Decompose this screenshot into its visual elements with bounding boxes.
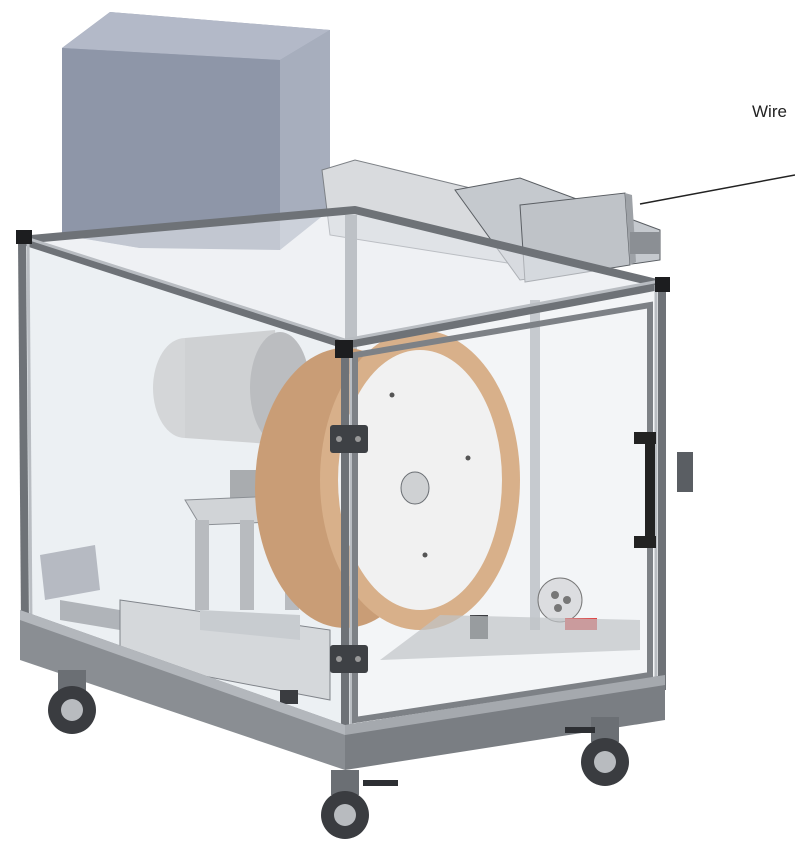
traverse-mechanism [60,599,331,704]
door-handle-icon [634,432,656,548]
control-box [62,12,330,250]
front-door-frame [352,301,653,724]
side-plate [40,545,100,600]
corner-brackets [16,230,670,358]
caster-wheel-icon [48,670,629,839]
pulley-assembly [380,577,640,660]
wire-spool [255,330,520,630]
side-switch [677,452,693,492]
hinge-icon [330,425,368,673]
callout-leader-line [639,174,795,205]
wire-callout-label: Wire [752,102,787,121]
bottom-frame [20,610,665,770]
motor [153,330,310,520]
